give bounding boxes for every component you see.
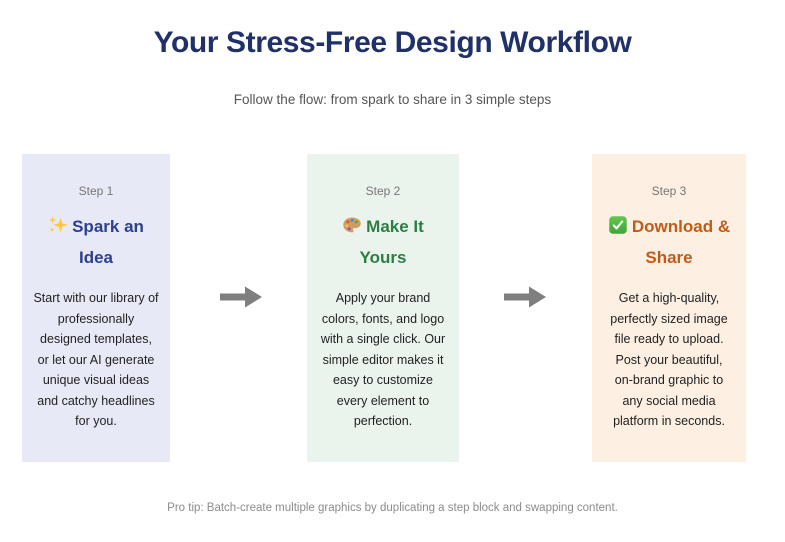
step-label: Step 1 xyxy=(78,184,114,199)
flow-arrow-icon xyxy=(220,286,262,308)
step-title: Download & Share xyxy=(607,211,731,273)
step-title: Spark an Idea xyxy=(34,211,158,273)
step-label: Step 3 xyxy=(651,184,687,199)
step-title: Make It Yours xyxy=(321,211,445,273)
check-mark-icon xyxy=(608,211,628,242)
page-title: Your Stress-Free Design Workflow xyxy=(153,26,632,59)
step-title-text: Spark an Idea xyxy=(72,217,144,268)
step-card-3: Step 3 Download & Share Get a high-quali… xyxy=(592,154,746,462)
step-description: Get a high-quality, perfectly sized imag… xyxy=(610,291,728,429)
artist-palette-icon xyxy=(342,211,362,242)
page-subtitle: Follow the flow: from spark to share in … xyxy=(233,92,552,107)
step-description: Apply your brand colors, fonts, and logo… xyxy=(320,291,446,429)
step-title-text: Download & Share xyxy=(631,217,731,268)
step-description: Start with our library of professionally… xyxy=(33,291,159,429)
flow-arrow-icon xyxy=(504,286,546,308)
sparkles-icon xyxy=(48,211,69,242)
pro-tip-text: Pro tip: Batch-create multiple graphics … xyxy=(167,502,618,514)
step-title-text: Make It Yours xyxy=(359,217,424,268)
step-card-1: Step 1 Spark an Idea Start with our libr… xyxy=(22,154,170,462)
step-label: Step 2 xyxy=(365,184,401,199)
step-card-2: Step 2 Make It Yours Apply your brand co… xyxy=(307,154,459,462)
